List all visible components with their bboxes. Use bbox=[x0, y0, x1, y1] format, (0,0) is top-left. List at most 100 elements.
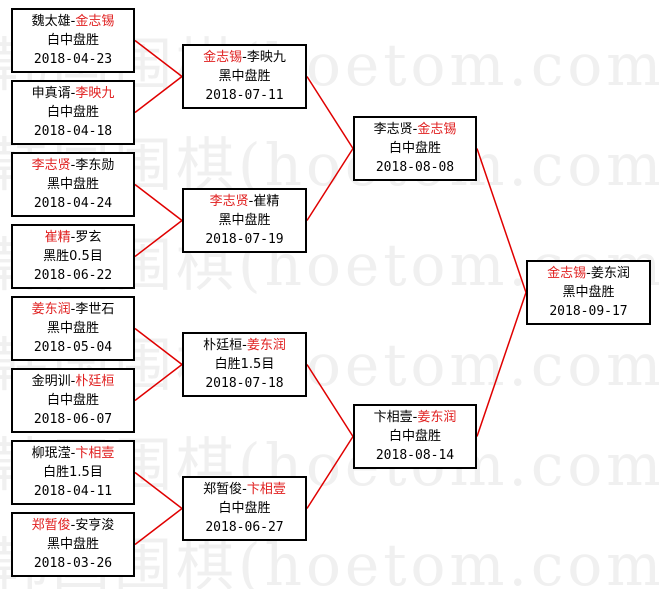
players-line: 卞相壹-姜东润 bbox=[373, 410, 457, 425]
connector-line bbox=[134, 39, 183, 78]
connector-line bbox=[306, 76, 354, 149]
match-date: 2018-06-07 bbox=[33, 412, 113, 427]
player-white: 姜东润 bbox=[246, 338, 286, 353]
connector-line bbox=[134, 219, 183, 258]
match-box-r3-2: 卞相壹-姜东润白中盘胜 2018-08-14 bbox=[353, 404, 477, 469]
player-black: 李志贤 bbox=[209, 194, 249, 209]
match-date: 2018-09-17 bbox=[549, 304, 628, 319]
match-result: 黑中盘胜 bbox=[46, 321, 99, 336]
player-black: 申真谞 bbox=[31, 86, 71, 101]
match-date: 2018-04-24 bbox=[33, 196, 113, 211]
match-box-r2-3: 朴廷桓-姜东润白胜1.5目 2018-07-18 bbox=[182, 332, 307, 397]
match-box-r1-8: 郑暂俊-安亨浚黑中盘胜 2018-03-26 bbox=[11, 512, 135, 577]
connector-line bbox=[134, 183, 183, 222]
connector-line bbox=[306, 148, 354, 221]
match-box-r1-2: 申真谞-李映九白中盘胜 2018-04-18 bbox=[11, 80, 135, 145]
players-line: 郑暂俊-安亨浚 bbox=[31, 518, 115, 533]
match-box-r4-1: 金志锡-姜东润黑中盘胜 2018-09-17 bbox=[526, 260, 651, 325]
connector-line bbox=[134, 363, 183, 402]
player-white: 罗玄 bbox=[75, 230, 102, 245]
match-date: 2018-06-22 bbox=[33, 268, 113, 283]
player-black: 李志贤 bbox=[373, 122, 413, 137]
players-line: 姜东润-李世石 bbox=[31, 302, 115, 317]
player-black: 李志贤 bbox=[31, 158, 71, 173]
player-black: 崔精 bbox=[44, 230, 71, 245]
match-box-r1-4: 崔精-罗玄黑胜0.5目 2018-06-22 bbox=[11, 224, 135, 289]
player-white: 卞相壹 bbox=[75, 446, 115, 461]
connector-line bbox=[306, 364, 354, 437]
player-white: 姜东润 bbox=[417, 410, 457, 425]
connector-line bbox=[134, 471, 183, 510]
players-line: 郑暂俊-卞相壹 bbox=[203, 482, 286, 497]
players-line: 金明训-朴廷桓 bbox=[31, 374, 115, 389]
match-box-r2-1: 金志锡-李映九黑中盘胜 2018-07-11 bbox=[182, 44, 307, 109]
match-date: 2018-05-04 bbox=[33, 340, 113, 355]
match-result: 黑中盘胜 bbox=[562, 285, 615, 300]
connector-line bbox=[476, 148, 527, 293]
player-white: 崔精 bbox=[253, 194, 280, 209]
match-box-r1-7: 柳珉滢-卞相壹白胜1.5目 2018-04-11 bbox=[11, 440, 135, 505]
player-black: 柳珉滢 bbox=[31, 446, 71, 461]
player-black: 金志锡 bbox=[203, 50, 243, 65]
match-box-r1-6: 金明训-朴廷桓白中盘胜 2018-06-07 bbox=[11, 368, 135, 433]
player-white: 卞相壹 bbox=[246, 482, 286, 497]
players-line: 魏太雄-金志锡 bbox=[31, 14, 115, 29]
player-black: 姜东润 bbox=[31, 302, 71, 317]
player-white: 金志锡 bbox=[417, 122, 457, 137]
players-line: 崔精-罗玄 bbox=[44, 230, 102, 245]
player-white: 李映九 bbox=[246, 50, 286, 65]
connector-line bbox=[476, 292, 527, 437]
match-date: 2018-08-08 bbox=[375, 160, 455, 175]
match-box-r1-1: 魏太雄-金志锡白中盘胜 2018-04-23 bbox=[11, 8, 135, 73]
match-result: 黑中盘胜 bbox=[218, 69, 271, 84]
players-line: 李志贤-金志锡 bbox=[373, 122, 457, 137]
player-white: 李世石 bbox=[75, 302, 115, 317]
match-result: 白中盘胜 bbox=[46, 105, 99, 120]
match-box-r1-5: 姜东润-李世石黑中盘胜 2018-05-04 bbox=[11, 296, 135, 361]
match-date: 2018-04-18 bbox=[33, 124, 113, 139]
players-line: 朴廷桓-姜东润 bbox=[203, 338, 286, 353]
match-result: 黑胜0.5目 bbox=[43, 249, 103, 264]
players-line: 柳珉滢-卞相壹 bbox=[31, 446, 115, 461]
match-result: 白胜1.5目 bbox=[214, 357, 275, 372]
player-white: 金志锡 bbox=[75, 14, 115, 29]
players-line: 金志锡-姜东润 bbox=[547, 266, 630, 281]
match-box-r2-2: 李志贤-崔精黑中盘胜 2018-07-19 bbox=[182, 188, 307, 253]
match-date: 2018-07-19 bbox=[205, 232, 284, 247]
match-result: 白中盘胜 bbox=[218, 501, 271, 516]
players-line: 李志贤-崔精 bbox=[209, 194, 280, 209]
match-date: 2018-03-26 bbox=[33, 556, 113, 571]
players-line: 申真谞-李映九 bbox=[31, 86, 115, 101]
player-black: 金明训 bbox=[31, 374, 71, 389]
player-black: 郑暂俊 bbox=[203, 482, 243, 497]
match-date: 2018-07-18 bbox=[205, 376, 284, 391]
connector-line bbox=[306, 436, 354, 509]
player-black: 卞相壹 bbox=[373, 410, 413, 425]
match-box-r2-4: 郑暂俊-卞相壹白中盘胜 2018-06-27 bbox=[182, 476, 307, 541]
match-result: 黑中盘胜 bbox=[46, 177, 99, 192]
player-white: 姜东润 bbox=[590, 266, 630, 281]
match-date: 2018-04-11 bbox=[33, 484, 113, 499]
connector-line bbox=[134, 507, 183, 546]
match-date: 2018-06-27 bbox=[205, 520, 284, 535]
match-date: 2018-04-23 bbox=[33, 52, 113, 67]
match-result: 黑中盘胜 bbox=[218, 213, 271, 228]
match-result: 黑中盘胜 bbox=[46, 537, 99, 552]
player-black: 朴廷桓 bbox=[203, 338, 243, 353]
players-line: 金志锡-李映九 bbox=[203, 50, 286, 65]
player-black: 郑暂俊 bbox=[31, 518, 71, 533]
match-date: 2018-08-14 bbox=[375, 448, 455, 463]
match-result: 白中盘胜 bbox=[388, 429, 441, 444]
match-result: 白中盘胜 bbox=[46, 393, 99, 408]
match-result: 白中盘胜 bbox=[46, 33, 99, 48]
player-black: 魏太雄 bbox=[31, 14, 71, 29]
match-result: 白胜1.5目 bbox=[43, 465, 103, 480]
player-white: 李映九 bbox=[75, 86, 115, 101]
player-black: 金志锡 bbox=[547, 266, 587, 281]
connector-line bbox=[134, 327, 183, 366]
match-date: 2018-07-11 bbox=[205, 88, 284, 103]
player-white: 李东勋 bbox=[75, 158, 115, 173]
